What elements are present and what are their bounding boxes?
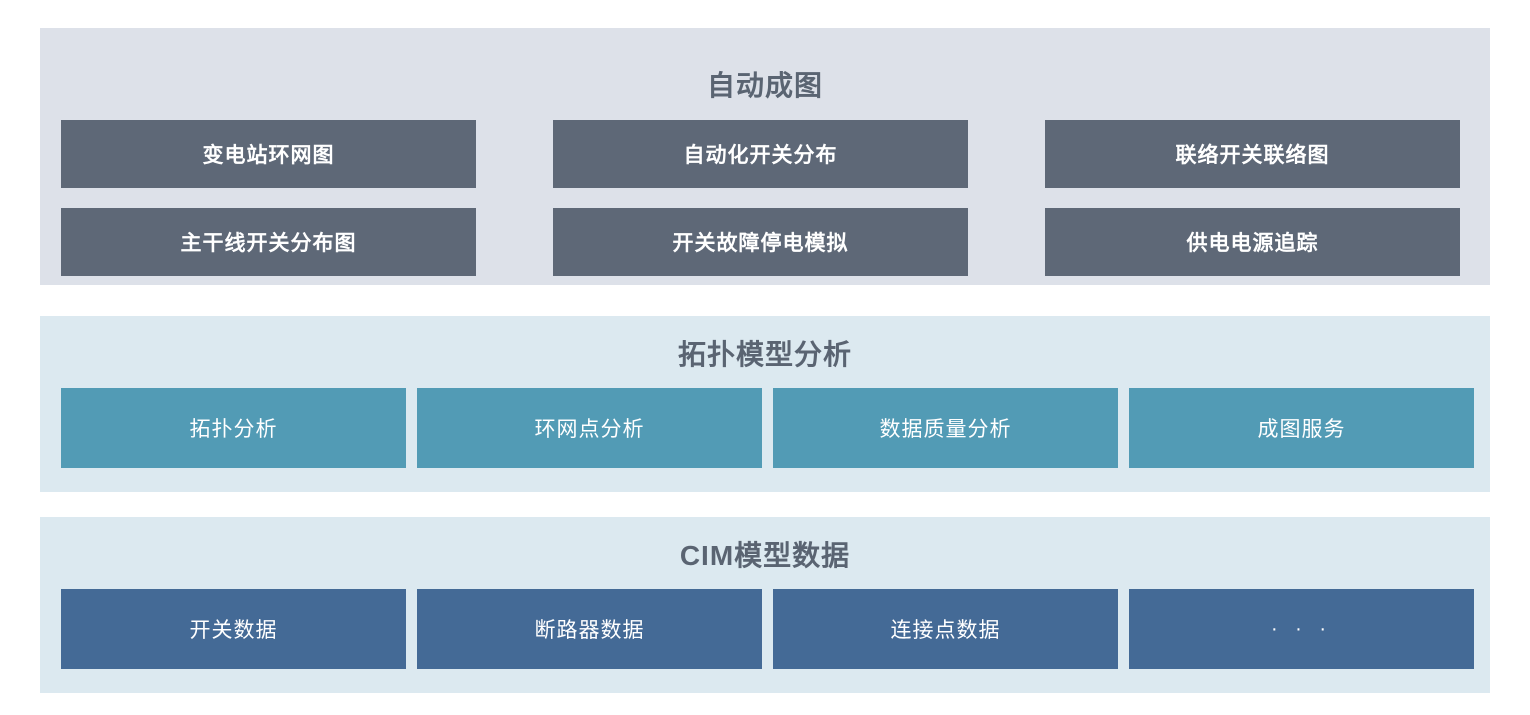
topology-button-grid: 拓扑分析 环网点分析 数据质量分析 成图服务 — [40, 388, 1490, 468]
button-substation-ring-network-diagram[interactable]: 变电站环网图 — [61, 120, 476, 188]
section-title-topology-model-analysis: 拓扑模型分析 — [677, 339, 852, 370]
button-topology-analysis[interactable]: 拓扑分析 — [61, 388, 406, 468]
button-trunk-line-switch-distribution-diagram[interactable]: 主干线开关分布图 — [61, 208, 476, 276]
button-data-quality-analysis[interactable]: 数据质量分析 — [773, 388, 1118, 468]
button-power-supply-source-tracing[interactable]: 供电电源追踪 — [1045, 208, 1460, 276]
button-connectivity-node-data[interactable]: 连接点数据 — [773, 589, 1118, 669]
button-mapping-service[interactable]: 成图服务 — [1129, 388, 1474, 468]
auto-mapping-button-grid: 变电站环网图 自动化开关分布 联络开关联络图 主干线开关分布图 开关故障停电模拟… — [40, 120, 1490, 276]
section-title-cim-model-data: CIM模型数据 — [679, 540, 851, 571]
cim-button-grid: 开关数据 断路器数据 连接点数据 · · · — [40, 589, 1490, 669]
section-cim-model-data: CIM模型数据 开关数据 断路器数据 连接点数据 · · · — [40, 517, 1490, 693]
button-automated-switch-distribution[interactable]: 自动化开关分布 — [553, 120, 968, 188]
section-title-auto-mapping: 自动成图 — [706, 70, 823, 101]
button-switch-data[interactable]: 开关数据 — [61, 589, 406, 669]
button-ring-network-point-analysis[interactable]: 环网点分析 — [417, 388, 762, 468]
button-tie-switch-connection-diagram[interactable]: 联络开关联络图 — [1045, 120, 1460, 188]
button-circuit-breaker-data[interactable]: 断路器数据 — [417, 589, 762, 669]
section-topology-model-analysis: 拓扑模型分析 拓扑分析 环网点分析 数据质量分析 成图服务 — [40, 316, 1490, 492]
section-auto-mapping: 自动成图 变电站环网图 自动化开关分布 联络开关联络图 主干线开关分布图 开关故… — [40, 28, 1490, 285]
button-more-data[interactable]: · · · — [1129, 589, 1474, 669]
button-switch-fault-outage-simulation[interactable]: 开关故障停电模拟 — [553, 208, 968, 276]
